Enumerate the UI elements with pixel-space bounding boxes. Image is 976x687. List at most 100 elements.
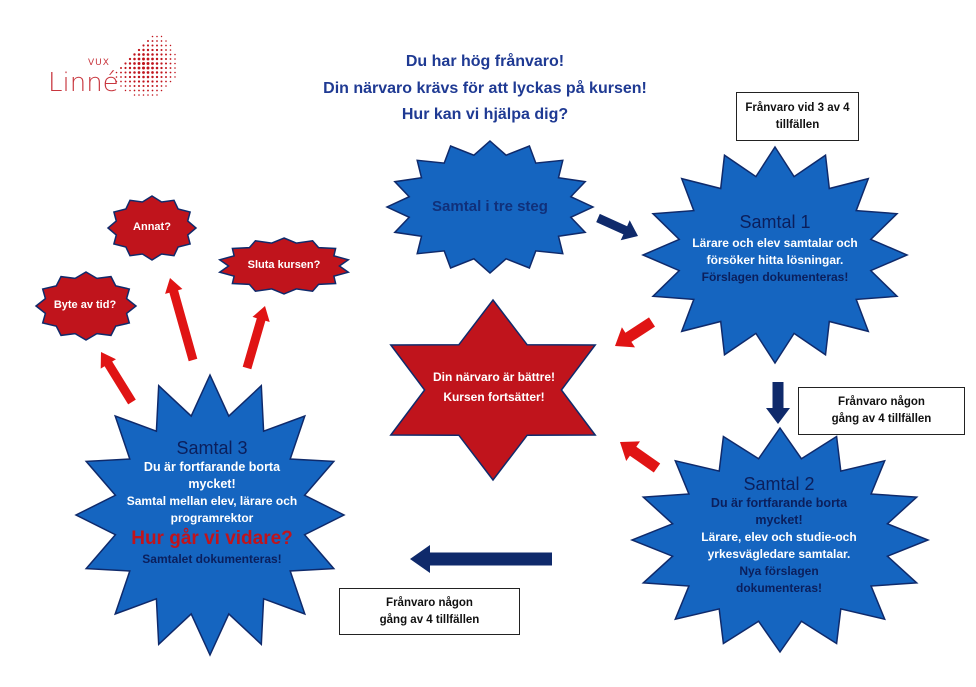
logo-dot <box>146 75 150 79</box>
logo-dot <box>169 80 172 83</box>
logo-dot <box>124 76 127 78</box>
logo-dot <box>137 48 141 52</box>
logo-dot <box>160 85 163 87</box>
logo-dot <box>160 35 163 38</box>
logo-dot <box>160 62 163 65</box>
logo-dot <box>165 53 167 56</box>
star-shape-sluta-kursen <box>217 237 351 295</box>
logo-dot <box>146 71 150 74</box>
logo-dot <box>156 44 158 47</box>
logo-dot <box>151 48 154 52</box>
logo-dot <box>137 53 141 56</box>
logo-dot <box>128 66 132 70</box>
logo-dot <box>155 62 159 65</box>
logo-dot <box>165 49 167 51</box>
logo-dot <box>155 80 159 83</box>
box-text: tillfällen <box>775 118 820 131</box>
samtal-1-line: Förslagen dokumenteras! <box>701 270 849 284</box>
box-text: Frånvaro någon <box>838 396 925 408</box>
logo-dot <box>164 62 168 65</box>
samtal-1-line: försöker hitta lösningar. <box>706 253 844 267</box>
logo-dot <box>137 62 141 65</box>
logo-dot <box>165 85 167 87</box>
logo-small-text: VUX <box>88 58 110 68</box>
logo-dot <box>142 48 145 52</box>
node-byte-av-tid: Byte av tid? <box>53 299 117 311</box>
logo-dot <box>129 85 131 87</box>
logo-dot <box>120 67 122 69</box>
title-line-3: Hur kan vi hjälpa dig? <box>401 106 569 123</box>
logo-dot <box>128 57 132 61</box>
logo-dot <box>156 94 158 96</box>
arrow-steg-to-samtal1 <box>596 213 638 241</box>
logo-main-text: Linné <box>48 68 119 98</box>
logo-dot <box>133 94 136 96</box>
logo-dot <box>128 71 132 74</box>
logo-dot <box>146 48 150 52</box>
logo-dot <box>169 76 172 78</box>
logo-dot <box>160 71 163 74</box>
logo-dot <box>133 53 136 56</box>
logo-dot <box>160 40 163 42</box>
logo-dot <box>133 57 136 61</box>
logo-dot <box>146 57 150 61</box>
logo-dot <box>151 40 154 42</box>
logo-dot <box>174 58 176 60</box>
box-text: gång av 4 tillfällen <box>379 613 480 626</box>
star-shape-byte-av-tid <box>34 271 138 341</box>
samtal-3-question: Hur går vi vidare? <box>131 528 293 549</box>
logo-dot <box>151 62 154 65</box>
logo-dot <box>141 66 146 70</box>
samtal-3-line: Samtalet dokumenteras! <box>142 552 282 566</box>
arrow-samtal2-to-center <box>620 441 661 473</box>
logo-dot <box>155 66 159 70</box>
node-center: Din närvaro är bättre! Kursen fortsätter… <box>414 367 574 407</box>
node-samtal-2: Samtal 2 Du är fortfarande borta mycket!… <box>670 474 888 597</box>
logo-dot <box>155 53 159 56</box>
logo-dot <box>155 48 159 52</box>
logo-dot <box>165 44 167 47</box>
logo-dot <box>146 61 150 66</box>
logo-dot <box>151 80 154 83</box>
logo-dots-icon <box>115 35 176 96</box>
logo-dot <box>138 89 140 92</box>
logo-dot <box>160 57 163 61</box>
logo-dot <box>137 66 141 70</box>
logo-dot <box>133 85 136 87</box>
samtal-2-line: dokumenteras! <box>735 581 823 595</box>
arrow-samtal2-to-samtal3 <box>410 545 552 573</box>
samtal-1-title: Samtal 1 <box>739 212 811 232</box>
logo-dot <box>160 80 163 83</box>
samtal-2-title: Samtal 2 <box>743 474 815 494</box>
logo-dot <box>164 66 168 70</box>
logo-dot <box>146 44 150 47</box>
logo-dot <box>142 53 145 56</box>
samtal-2-line: Lärare, elev och studie-och <box>701 530 857 544</box>
logo-dot <box>133 71 136 74</box>
absence-box-right: Frånvaro någon gång av 4 tillfällen <box>798 387 965 435</box>
logo-dot <box>174 53 176 56</box>
logo-dot <box>160 89 163 92</box>
logo-dot <box>124 71 127 74</box>
logo-dot <box>146 53 150 56</box>
samtal-2-line: Nya förslagen <box>739 564 819 578</box>
star-shape-samtal-1 <box>641 145 909 365</box>
logo-dot <box>124 89 127 92</box>
logo-dot <box>156 35 158 38</box>
logo-dot <box>164 57 168 61</box>
logo-dot <box>137 75 141 79</box>
node-samtal-i-tre-steg: Samtal i tre steg <box>432 198 548 215</box>
logo-dot <box>151 66 154 70</box>
samtal-3-title: Samtal 3 <box>176 438 248 458</box>
logo-dot <box>142 94 145 96</box>
logo-dot <box>156 85 158 87</box>
logo-dot <box>133 75 136 79</box>
arrow-samtal3-to-byte <box>100 352 136 405</box>
star-shape-samtal-2 <box>629 426 931 654</box>
samtal-2-line: Du är fortfarande borta <box>710 496 848 510</box>
star-shape-annat <box>106 195 198 261</box>
logo-dot <box>120 80 122 83</box>
logo-dot <box>174 71 176 74</box>
logo-dot <box>124 62 127 65</box>
